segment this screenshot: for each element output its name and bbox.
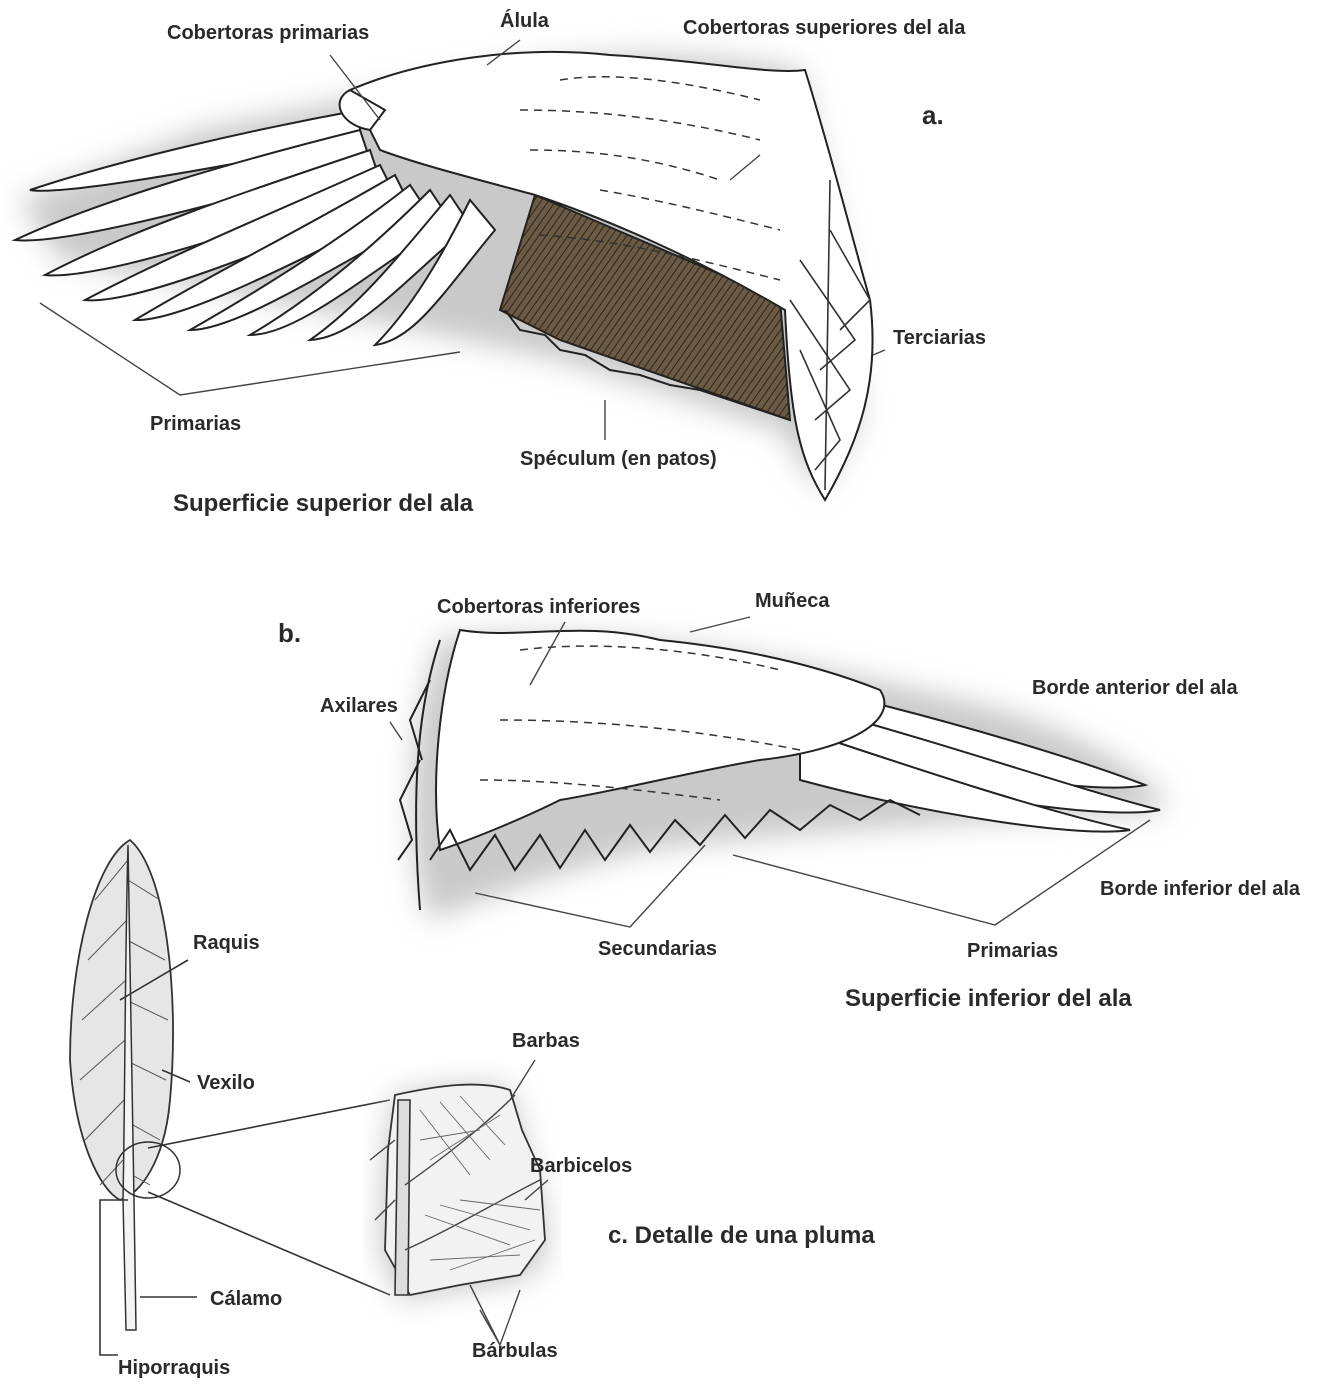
label-terciarias: Terciarias <box>893 327 986 350</box>
label-muneca: Muñeca <box>755 590 829 613</box>
label-secundarias: Secundarias <box>598 938 717 961</box>
label-barbas: Barbas <box>512 1030 580 1053</box>
label-vexilo: Vexilo <box>197 1072 255 1095</box>
section-a-marker: a. <box>922 100 944 131</box>
label-borde-inferior: Borde inferior del ala <box>1100 878 1300 901</box>
label-axilares: Axilares <box>320 695 398 718</box>
label-primarias-lower: Primarias <box>967 940 1058 963</box>
label-cobertoras-inferiores: Cobertoras inferiores <box>437 596 640 619</box>
section-b-title: Superficie inferior del ala <box>845 985 1132 1013</box>
label-calamo: Cálamo <box>210 1288 282 1311</box>
label-barbicelos: Barbicelos <box>530 1155 632 1178</box>
label-barbulas: Bárbulas <box>472 1340 558 1363</box>
feather-full <box>70 840 180 1330</box>
label-alula: Álula <box>500 10 549 33</box>
section-b-marker: b. <box>278 618 301 649</box>
barb-detail <box>370 1085 545 1300</box>
label-primarias-upper: Primarias <box>150 413 241 436</box>
detail-rachis <box>395 1100 410 1295</box>
label-speculum: Spéculum (en patos) <box>520 448 717 471</box>
label-raquis: Raquis <box>193 932 260 955</box>
label-cobertoras-primarias: Cobertoras primarias <box>167 22 369 45</box>
label-borde-anterior: Borde anterior del ala <box>1032 677 1238 700</box>
label-cobertoras-superiores: Cobertoras superiores del ala <box>683 17 965 40</box>
label-hiporraquis: Hiporraquis <box>118 1357 230 1380</box>
upper-wing <box>15 52 873 500</box>
lower-wing <box>398 630 1165 920</box>
section-c-title: c. Detalle de una pluma <box>608 1222 875 1250</box>
section-a-title: Superficie superior del ala <box>173 490 473 518</box>
